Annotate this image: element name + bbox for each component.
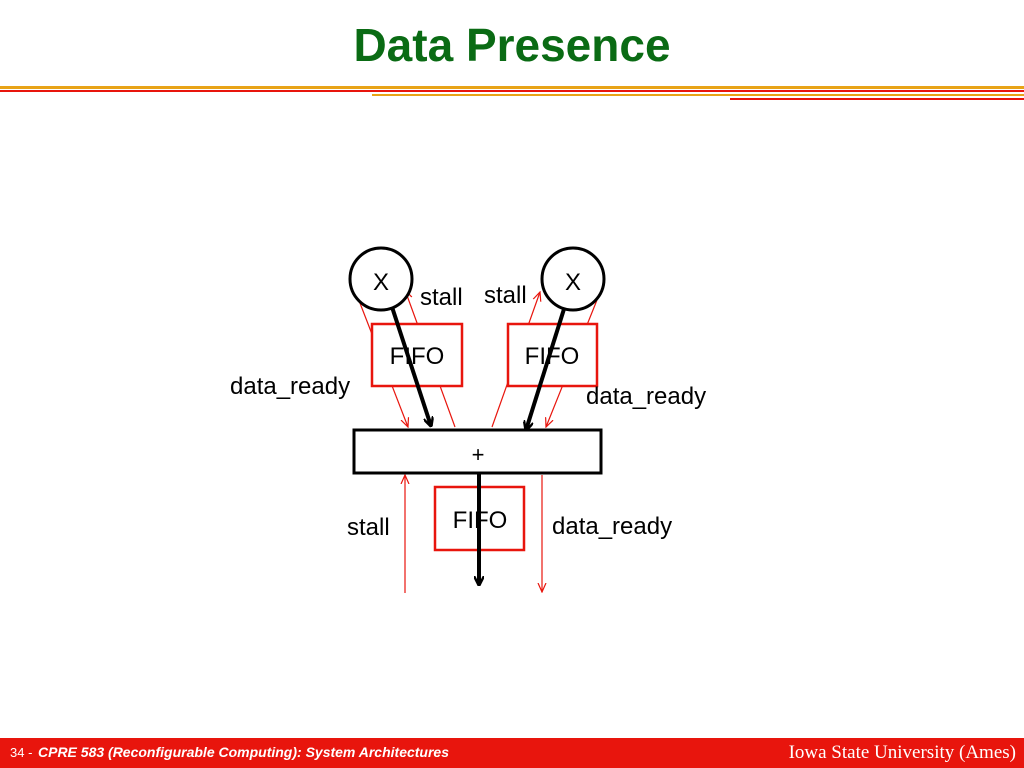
university-name: Iowa State University (Ames) bbox=[788, 742, 1016, 763]
adder-box bbox=[352, 428, 603, 475]
course-title: CPRE 583 (Reconfigurable Computing): Sys… bbox=[38, 744, 450, 760]
fifo-right-box bbox=[506, 322, 599, 388]
header-rule-orange-2 bbox=[372, 94, 1024, 96]
fifo-left-box bbox=[370, 322, 464, 388]
multiplier-right-label: X bbox=[565, 269, 581, 296]
fifo-right-label: FIFO bbox=[525, 343, 580, 370]
header-rule-red-short bbox=[730, 98, 1024, 100]
slide-title: Data Presence bbox=[353, 19, 671, 71]
fifo-bottom-label: FIFO bbox=[453, 507, 508, 534]
data-ready-label-left: data_ready bbox=[230, 373, 350, 400]
header-rule-orange bbox=[0, 86, 1024, 89]
data-ready-label-bottom: data_ready bbox=[552, 513, 672, 540]
multiplier-left-node bbox=[348, 246, 414, 312]
stall-label-left: stall bbox=[420, 284, 463, 311]
dataflow-arrow-left bbox=[390, 306, 431, 426]
footer-bar: 34 - CPRE 583 (Reconfigurable Computing)… bbox=[0, 738, 1024, 768]
fifo-left-label: FIFO bbox=[390, 343, 445, 370]
header-rule-red-top bbox=[0, 90, 1024, 92]
data-ready-label-right: data_ready bbox=[586, 383, 706, 410]
stall-label-right: stall bbox=[484, 282, 527, 309]
multiplier-right-node bbox=[540, 246, 606, 312]
stall-label-bottom: stall bbox=[347, 514, 390, 541]
dataflow-arrow-right bbox=[526, 308, 566, 430]
adder-label: + bbox=[472, 442, 485, 467]
page-number: 34 - bbox=[10, 745, 33, 760]
multiplier-left-label: X bbox=[373, 269, 389, 296]
